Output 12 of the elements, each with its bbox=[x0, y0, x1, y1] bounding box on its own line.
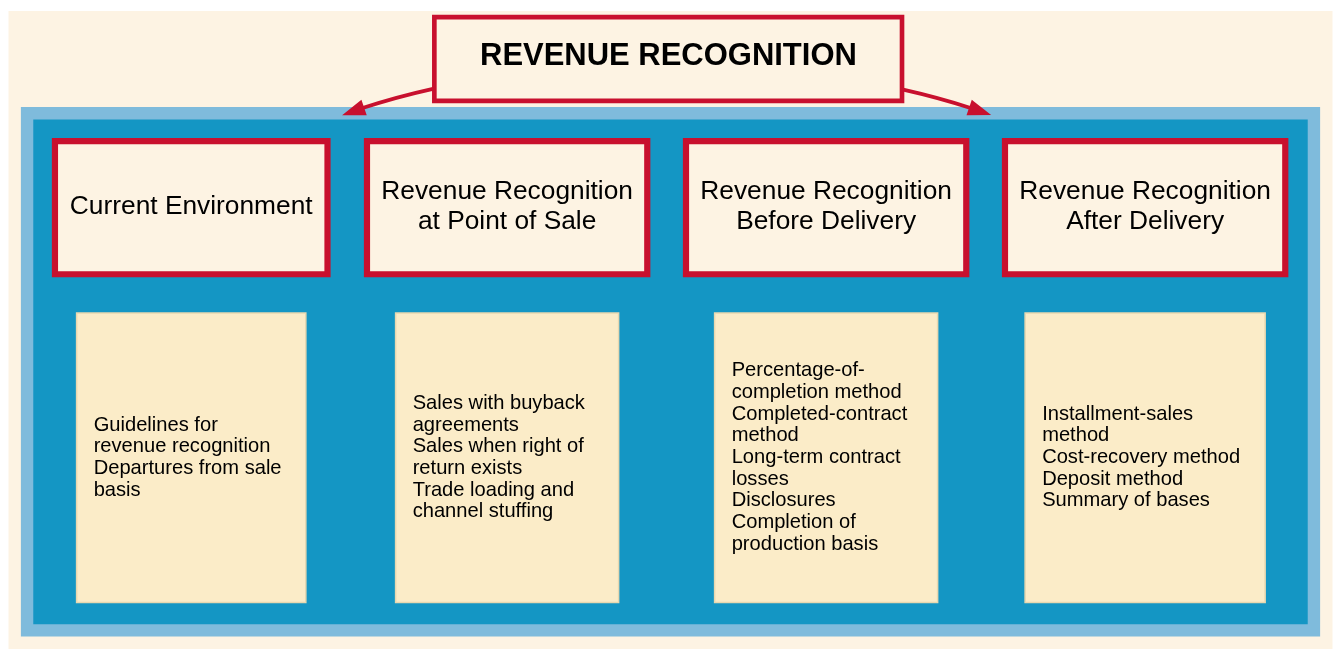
arrow bbox=[901, 87, 992, 115]
node-box: Revenue Recognition After Delivery bbox=[1001, 137, 1289, 277]
node-box: Revenue Recognition Before Delivery bbox=[682, 137, 970, 277]
node-box: REVENUE RECOGNITION bbox=[432, 14, 905, 103]
node-box: Percentage-of-completion method Completed-contract method Long-term contract losses Disclosures Completion of production basis bbox=[713, 311, 939, 603]
node-box: Current Environment bbox=[51, 137, 331, 277]
node-box: Sales with buyback agreements Sales when right of return exists Trade loading and channel stuffing bbox=[394, 311, 620, 603]
node-box: Revenue Recognition at Point of Sale bbox=[363, 137, 651, 277]
node-box: Guidelines for revenue recognition Departures from sale basis bbox=[75, 311, 307, 603]
cluster bbox=[20, 106, 1321, 637]
arrow bbox=[342, 86, 435, 115]
node-box: Installment-sales method Cost-recovery method Deposit method Summary of bases bbox=[1024, 311, 1266, 603]
